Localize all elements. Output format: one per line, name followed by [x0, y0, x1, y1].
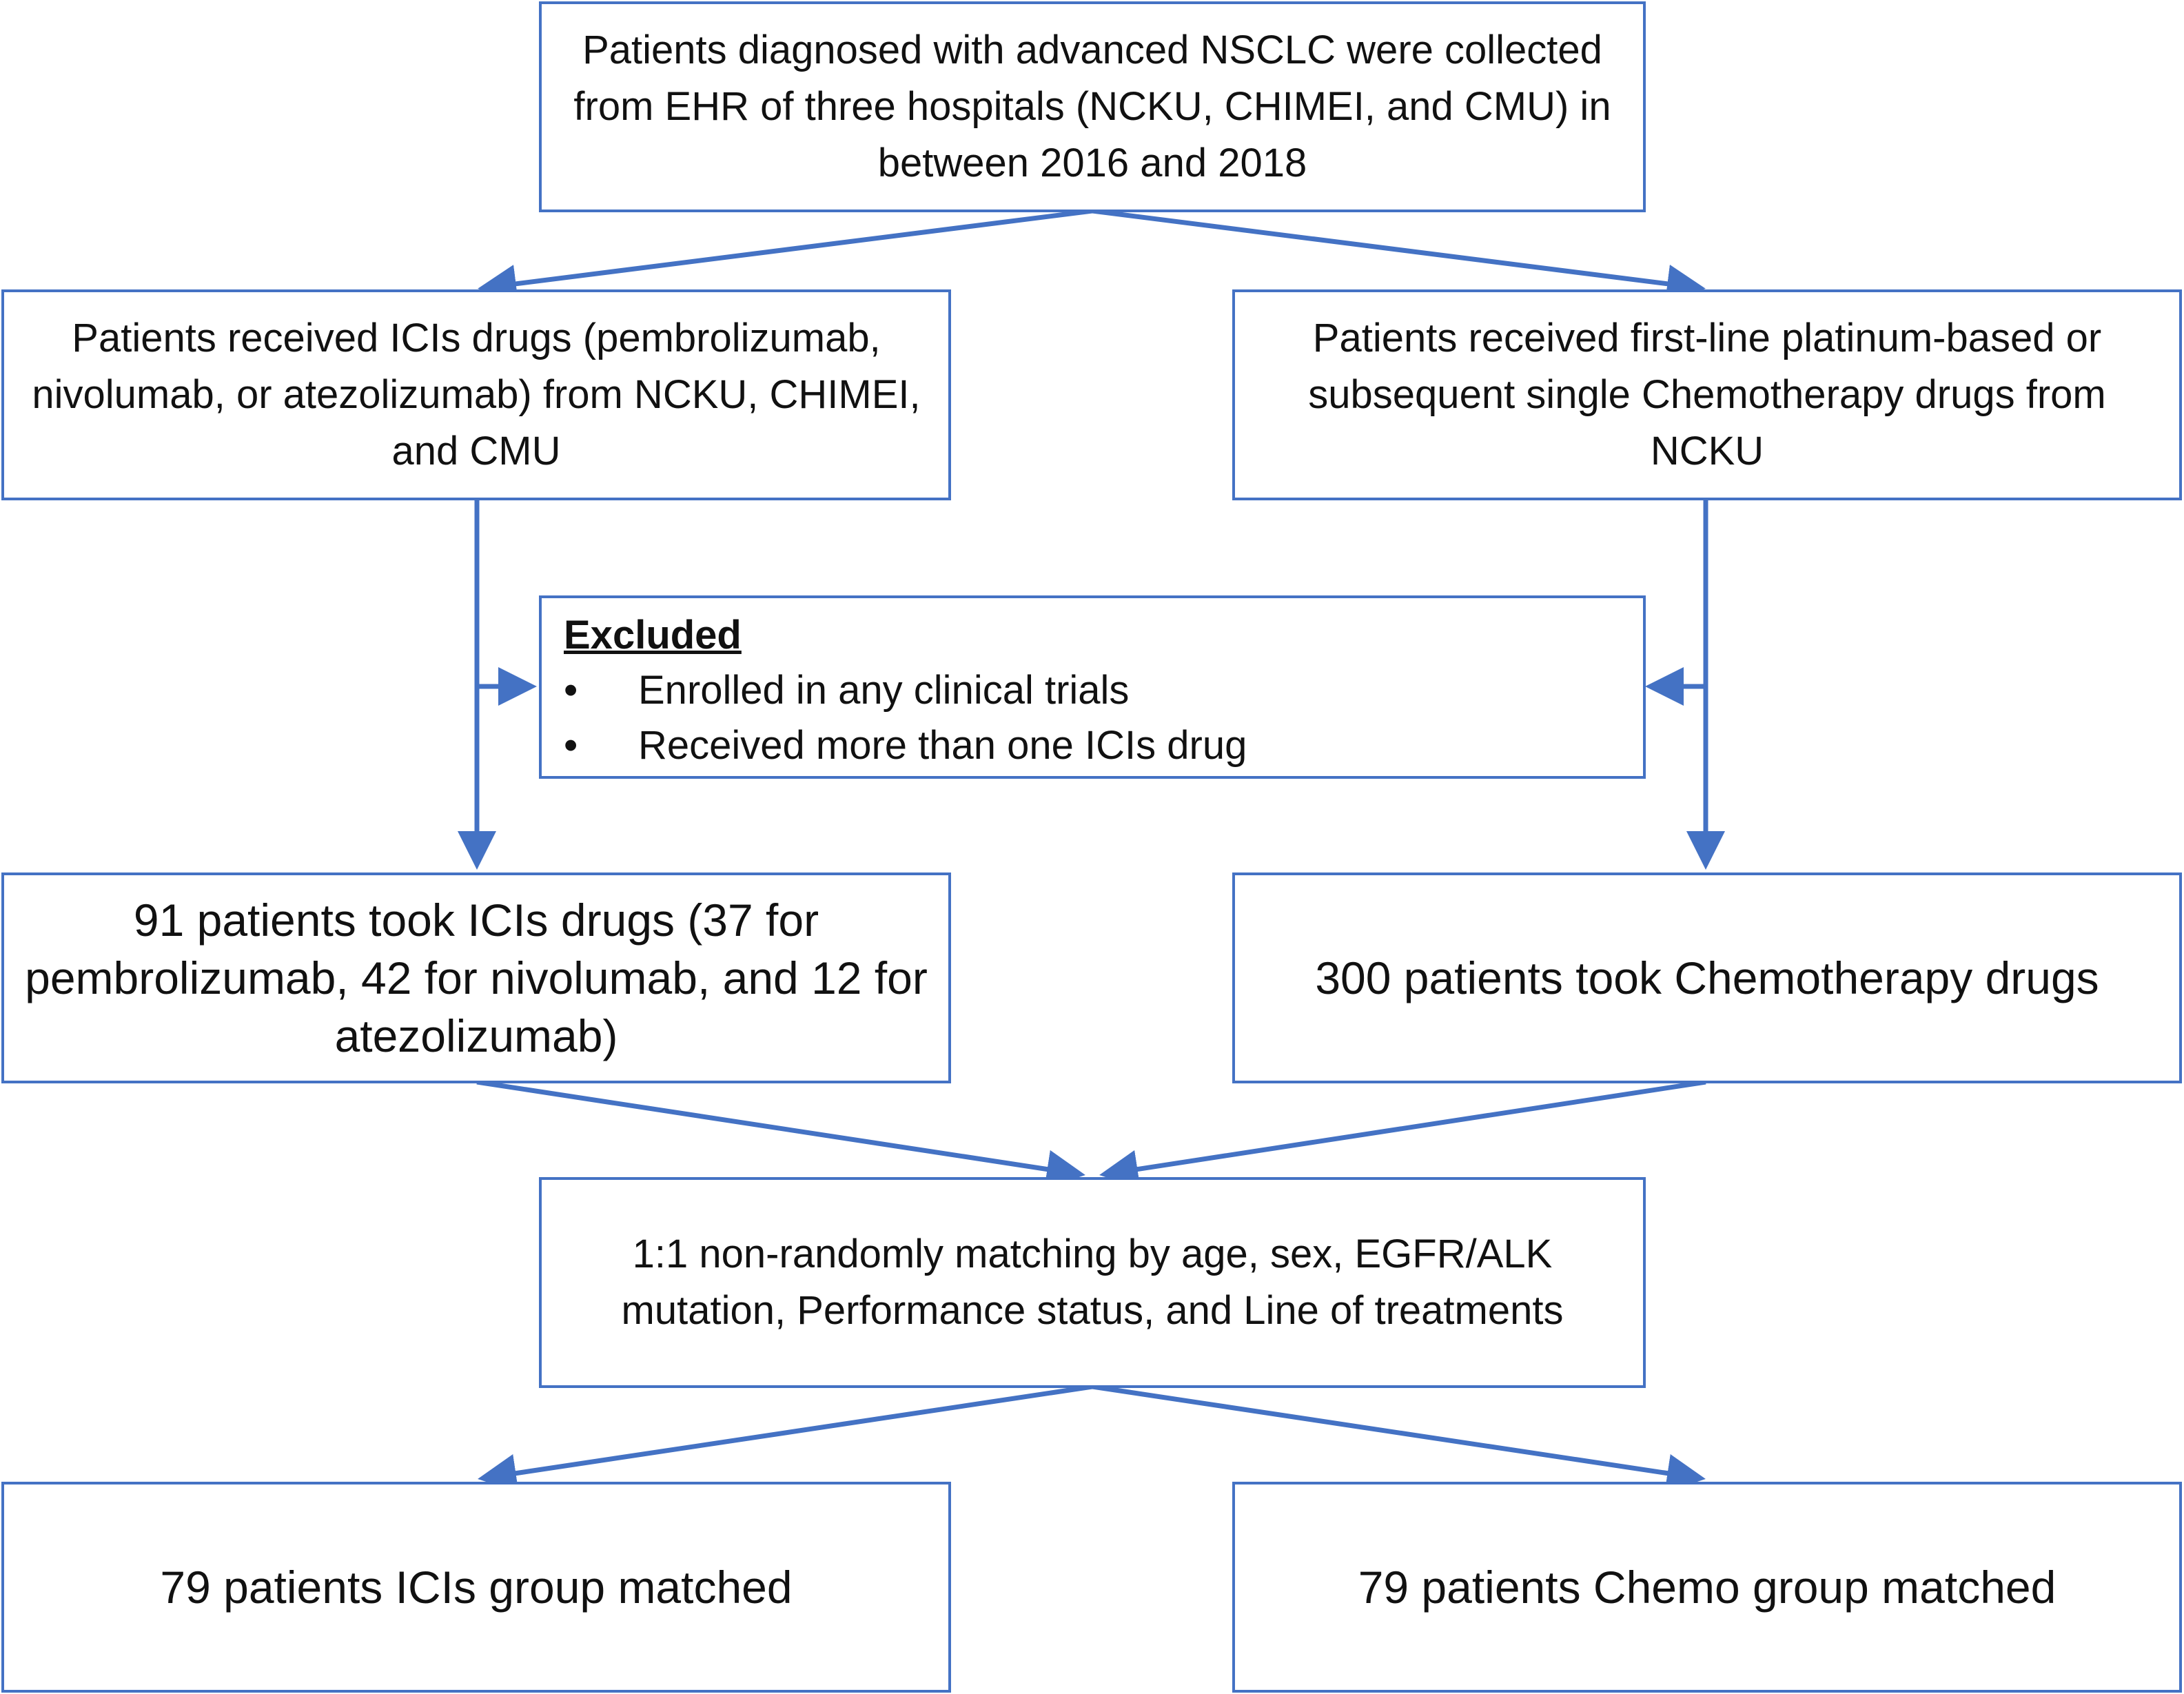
source-text: Patients diagnosed with advanced NSCLC w…	[573, 28, 1611, 185]
chemo-matched-text: 79 patients Chemo group matched	[1358, 1562, 2057, 1613]
ici-received-text: Patients received ICIs drugs (pembrolizu…	[32, 316, 921, 473]
ici-matched-box: 79 patients ICIs group matched	[1, 1482, 951, 1693]
chemo-matched-box: 79 patients Chemo group matched	[1232, 1482, 2182, 1693]
arrow-chemo-to-matching	[1099, 1079, 1706, 1189]
excluded-title: Excluded	[564, 613, 742, 657]
chemo-count-box: 300 patients took Chemotherapy drugs	[1232, 872, 2182, 1083]
excluded-item: • Enrolled in any clinical trials	[564, 663, 1247, 718]
ici-count-text: 91 patients took ICIs drugs (37 for pemb…	[25, 895, 928, 1061]
arrow-source-to-chemo	[1092, 208, 1706, 303]
bullet-icon: •	[564, 668, 578, 713]
arrow-source-to-ici	[478, 208, 1093, 303]
excluded-item: • Received more than one ICIs drug	[564, 718, 1247, 773]
ici-count-box: 91 patients took ICIs drugs (37 for pemb…	[1, 872, 951, 1083]
chemo-count-text: 300 patients took Chemotherapy drugs	[1315, 952, 2099, 1003]
arrow-matching-to-chemo-matched	[1092, 1384, 1706, 1493]
arrow-ici-to-matching	[476, 1079, 1085, 1189]
excluded-box: Excluded • Enrolled in any clinical tria…	[539, 595, 1646, 779]
ici-received-box: Patients received ICIs drugs (pembrolizu…	[1, 289, 951, 500]
ici-matched-text: 79 patients ICIs group matched	[160, 1562, 793, 1613]
matching-text: 1:1 non-randomly matching by age, sex, E…	[621, 1232, 1564, 1333]
excluded-item-text: Enrolled in any clinical trials	[638, 668, 1130, 713]
arrow-matching-to-ici-matched	[478, 1384, 1093, 1493]
excluded-item-text: Received more than one ICIs drug	[638, 723, 1247, 768]
bullet-icon: •	[564, 723, 578, 768]
source-box: Patients diagnosed with advanced NSCLC w…	[539, 1, 1646, 212]
matching-box: 1:1 non-randomly matching by age, sex, E…	[539, 1177, 1646, 1388]
chemo-received-box: Patients received first-line platinum-ba…	[1232, 289, 2182, 500]
chemo-received-text: Patients received first-line platinum-ba…	[1308, 316, 2106, 473]
